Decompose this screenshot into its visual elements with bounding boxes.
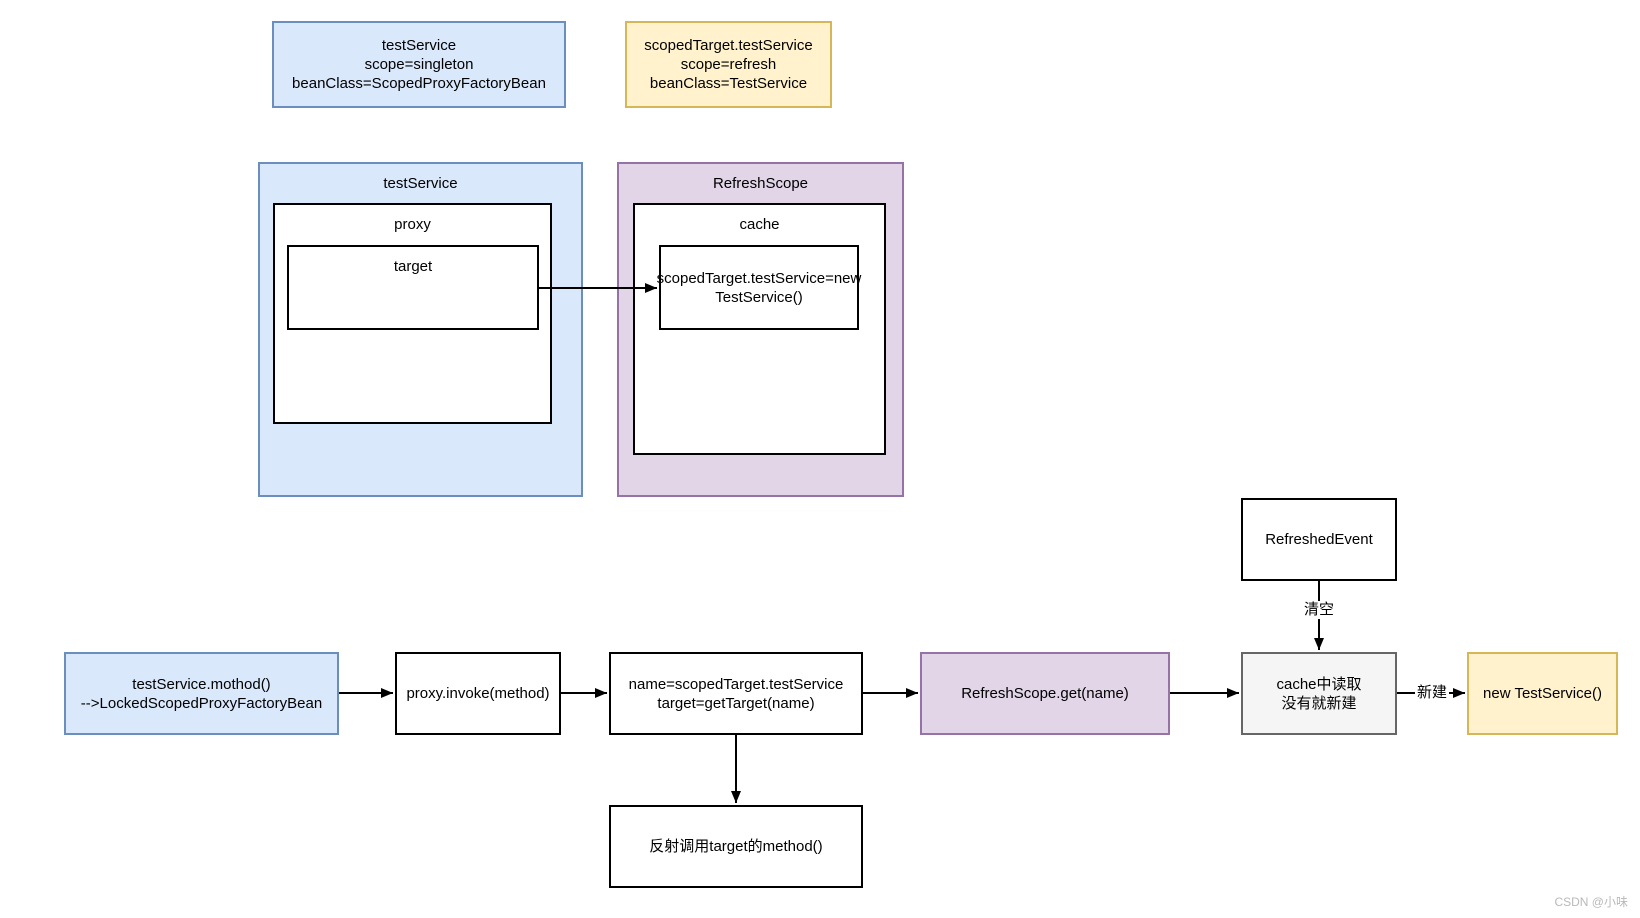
flow-refreshscope-get-label: RefreshScope.get(name): [961, 685, 1129, 702]
flow-proxy-invoke-box: proxy.invoke(method): [395, 652, 561, 735]
cache-entry-box: scopedTarget.testService=new TestService…: [656, 245, 862, 330]
cache-box-label: cache: [739, 216, 780, 233]
edge-label-clear: 清空: [1301, 601, 1337, 619]
flow-get-target-line: name=scopedTarget.testService: [628, 675, 844, 693]
cache-entry-line: scopedTarget.testService=new: [656, 269, 862, 287]
flow-method-call-box: testService.mothod() -->LockedScopedProx…: [64, 652, 339, 735]
reflect-invoke-label: 反射调用target的method(): [649, 838, 823, 855]
cache-entry-line: TestService(): [715, 288, 803, 306]
watermark: CSDN @小味: [1554, 895, 1628, 909]
flow-refreshscope-get-box: RefreshScope.get(name): [920, 652, 1170, 735]
flow-cache-read-line: 没有就新建: [1281, 694, 1357, 712]
flow-method-call-line: -->LockedScopedProxyFactoryBean: [80, 694, 323, 712]
bean-def-proxy-box: testService scope=singleton beanClass=Sc…: [272, 21, 566, 108]
refreshed-event-box: RefreshedEvent: [1241, 498, 1397, 581]
proxy-box-label: proxy: [394, 216, 431, 233]
bean-def-proxy-line: testService: [381, 37, 457, 54]
bean-def-target-line: scopedTarget.testService: [644, 37, 813, 54]
flow-new-testservice-label: new TestService(): [1483, 685, 1602, 702]
bean-def-target-box: scopedTarget.testService scope=refresh b…: [625, 21, 832, 108]
flow-get-target-line: target=getTarget(name): [657, 694, 815, 712]
edge-label-create: 新建: [1414, 684, 1450, 702]
bean-def-target-line: beanClass=TestService: [649, 75, 808, 92]
reflect-invoke-box: 反射调用target的method(): [609, 805, 863, 888]
refreshscope-container-label: RefreshScope: [712, 175, 809, 192]
flow-get-target-box: name=scopedTarget.testService target=get…: [609, 652, 863, 735]
bean-def-target-line: scope=refresh: [680, 56, 777, 73]
bean-def-proxy-line: beanClass=ScopedProxyFactoryBean: [292, 75, 546, 92]
testservice-container-label: testService: [383, 175, 458, 192]
flow-new-testservice-box: new TestService(): [1467, 652, 1618, 735]
refreshed-event-label: RefreshedEvent: [1265, 531, 1373, 548]
flow-method-call-line: testService.mothod(): [132, 675, 271, 693]
target-box-label: target: [393, 258, 433, 275]
flow-proxy-invoke-label: proxy.invoke(method): [406, 685, 550, 702]
target-box: target: [287, 245, 539, 330]
flow-cache-read-box: cache中读取 没有就新建: [1241, 652, 1397, 735]
bean-def-proxy-line: scope=singleton: [364, 56, 474, 73]
flow-cache-read-line: cache中读取: [1276, 675, 1362, 693]
